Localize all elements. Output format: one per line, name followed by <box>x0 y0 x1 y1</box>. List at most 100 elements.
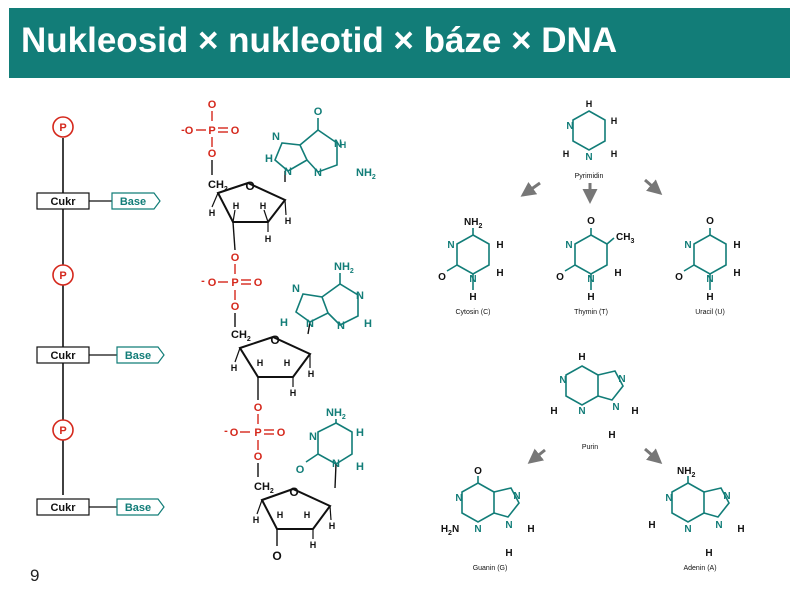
svg-text:H: H <box>356 461 364 473</box>
base-label: Base <box>125 502 151 514</box>
adenine-base: NH2 N H N N N H <box>280 261 372 335</box>
svg-text:N: N <box>356 290 364 302</box>
svg-text:P: P <box>208 125 215 137</box>
phosphate-circle: P <box>52 419 74 441</box>
svg-text:N: N <box>513 491 520 502</box>
base-tag: Base <box>111 192 161 210</box>
sugar-box: Cukr <box>36 346 90 364</box>
svg-text:H: H <box>356 427 364 439</box>
svg-text:N: N <box>612 402 619 413</box>
deoxyribose-ring-2: O H H H H H <box>231 333 315 398</box>
svg-text:H: H <box>706 292 713 303</box>
arrow-icon <box>644 447 663 464</box>
phosphate-label: P <box>59 270 66 282</box>
sugar-label: Cukr <box>50 350 76 362</box>
svg-text:O: O <box>254 277 263 289</box>
adenine-label: Adenin (A) <box>683 565 716 572</box>
sugar-label: Cukr <box>50 196 76 208</box>
svg-text:H: H <box>209 208 216 218</box>
svg-text:H: H <box>265 234 272 244</box>
svg-text:H: H <box>705 548 712 559</box>
phosphate-circle: P <box>52 264 74 286</box>
guanine-structure: O N H2N N N N H H Guanin (G) <box>441 466 535 572</box>
purine-label: Purin <box>582 444 598 451</box>
svg-text:H: H <box>284 358 291 368</box>
svg-text:H: H <box>587 292 594 303</box>
svg-text:H: H <box>611 149 618 159</box>
svg-text:H: H <box>505 548 512 559</box>
dna-strand-structure: O - O P O O CH2 O H H H H H <box>181 99 376 563</box>
deoxyribose-ring-3: O H H H H H O <box>253 485 336 563</box>
svg-text:N: N <box>578 406 585 417</box>
svg-text:O: O <box>314 106 323 118</box>
svg-text:N: N <box>706 274 713 285</box>
guanine-label: Guanin (G) <box>473 565 508 572</box>
base-tag: Base <box>116 346 165 364</box>
svg-text:H: H <box>469 292 476 303</box>
svg-text:N: N <box>665 493 672 504</box>
cytosine-structure: NH2 N H H N O H Cytosin (C) <box>438 217 504 316</box>
svg-text:H: H <box>253 515 260 525</box>
svg-text:O: O <box>438 272 446 283</box>
svg-text:O: O <box>277 427 286 439</box>
svg-text:O: O <box>231 301 240 313</box>
svg-text:N: N <box>332 458 340 470</box>
svg-text:H: H <box>290 388 297 398</box>
svg-text:O: O <box>270 333 279 347</box>
bases-overview: H H H H N N Pyrimidin NH2 N H H N O H Cy… <box>438 99 745 572</box>
svg-text:P: P <box>254 427 261 439</box>
svg-text:NH2: NH2 <box>334 261 354 275</box>
uracil-label: Uracil (U) <box>695 309 725 316</box>
svg-text:H2N: H2N <box>441 524 459 537</box>
svg-text:H: H <box>277 510 284 520</box>
svg-text:O: O <box>245 179 254 193</box>
svg-text:NH2: NH2 <box>464 217 482 230</box>
svg-text:N: N <box>715 520 722 531</box>
svg-text:H: H <box>285 216 292 226</box>
svg-text:O: O <box>556 272 564 283</box>
svg-text:H: H <box>611 116 618 126</box>
svg-text:H: H <box>304 510 311 520</box>
svg-text:H: H <box>364 318 372 330</box>
svg-text:N: N <box>334 138 342 150</box>
svg-text:N: N <box>272 131 280 143</box>
svg-text:O: O <box>231 252 240 264</box>
svg-text:O: O <box>230 427 239 439</box>
svg-text:O: O <box>208 99 217 111</box>
svg-text:H: H <box>527 524 534 535</box>
svg-text:N: N <box>455 493 462 504</box>
phosphate-group-2: O - O P O O <box>201 252 263 313</box>
svg-text:N: N <box>284 166 292 178</box>
sugar-label: Cukr <box>50 502 76 514</box>
slide-title: Nukleosid × nukleotid × báze × DNA <box>21 21 618 60</box>
arrow-icon <box>520 181 541 197</box>
base-tag: Base <box>116 498 165 516</box>
svg-text:O: O <box>254 402 263 414</box>
svg-text:H: H <box>329 521 336 531</box>
base-label: Base <box>125 350 151 362</box>
svg-text:N: N <box>723 491 730 502</box>
svg-text:-: - <box>201 275 205 287</box>
slide-number: 9 <box>30 566 40 585</box>
svg-text:H: H <box>631 406 638 417</box>
adenine-structure: NH2 N H N N N H H Adenin (A) <box>648 466 744 572</box>
svg-text:H: H <box>737 524 744 535</box>
svg-text:-: - <box>224 425 228 437</box>
phosphate-label: P <box>59 425 66 437</box>
svg-text:N: N <box>292 283 300 295</box>
arrow-icon <box>644 178 663 195</box>
svg-text:N: N <box>585 152 592 163</box>
svg-text:H: H <box>310 540 317 550</box>
thymine-structure: O CH3 N H N O H Thymin (T) <box>556 216 634 316</box>
svg-text:H: H <box>578 352 585 363</box>
svg-text:O: O <box>208 277 217 289</box>
svg-text:H: H <box>496 268 503 279</box>
svg-text:H: H <box>280 317 288 329</box>
svg-text:H: H <box>231 363 238 373</box>
svg-text:N: N <box>309 431 317 443</box>
svg-text:H: H <box>340 140 347 150</box>
svg-text:O: O <box>272 549 281 563</box>
svg-text:O: O <box>675 272 683 283</box>
svg-text:H: H <box>265 153 273 165</box>
